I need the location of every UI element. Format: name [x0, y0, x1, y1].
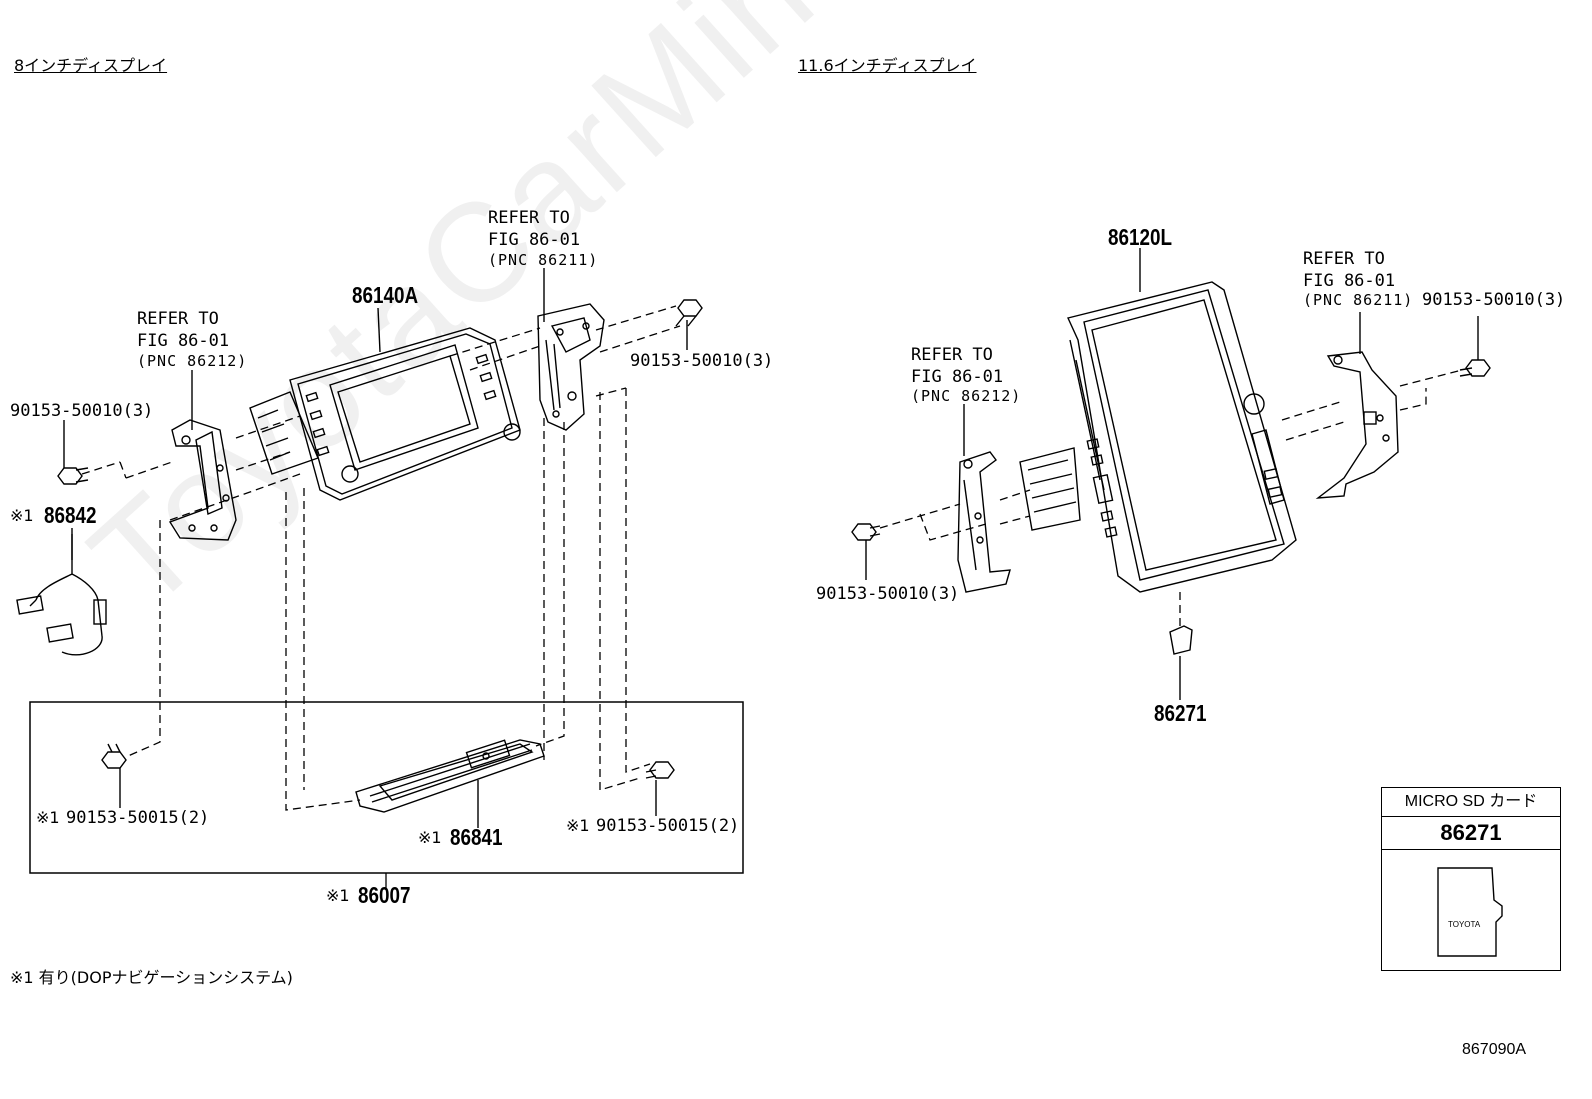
- footnote: ※1 有り(DOPナビゲーションシステム): [10, 968, 293, 987]
- nav-module-86841[interactable]: [355, 739, 545, 813]
- display-11-6inch[interactable]: [1019, 281, 1297, 593]
- display-8inch[interactable]: [249, 327, 521, 501]
- part-number-bolt-right-upper[interactable]: 90153-50010(3): [1422, 290, 1566, 310]
- pnc-label-86212-left: (PNC 86212): [137, 352, 248, 370]
- marker-86842: ※1: [10, 506, 34, 525]
- part-number-86842[interactable]: 86842: [44, 502, 97, 528]
- bolt-left[interactable]: [57, 467, 89, 485]
- refer-to-label-86211-left: REFER TO: [488, 208, 570, 228]
- marker-bolt-lower-right: ※1: [566, 816, 590, 835]
- kit-86007-box: [29, 701, 744, 874]
- bolt-lower-right[interactable]: [645, 761, 675, 779]
- bolt-right-upper[interactable]: [1459, 359, 1491, 377]
- heading-8inch-display: 8インチディスプレイ: [14, 56, 168, 75]
- fig-label-86212-left: FIG 86-01: [137, 331, 230, 351]
- bolt-upper-right[interactable]: [675, 299, 703, 327]
- refer-to-label-86212-right: REFER TO: [911, 345, 993, 365]
- part-number-bolt-lower-left[interactable]: 90153-50015(2): [66, 808, 210, 828]
- micro-sd-legend: MICRO SD カード 86271: [1381, 787, 1561, 971]
- part-number-bolt-upper-right[interactable]: 90153-50010(3): [630, 351, 774, 371]
- pnc-label-86212-right: (PNC 86212): [911, 387, 1022, 405]
- marker-86007: ※1: [326, 886, 350, 905]
- micro-sd-card[interactable]: [1169, 625, 1193, 655]
- legend-header: MICRO SD カード: [1382, 788, 1560, 817]
- part-number-86841[interactable]: 86841: [450, 824, 503, 850]
- marker-bolt-lower-left: ※1: [36, 808, 60, 827]
- pnc-label-86211-right: (PNC 86211): [1303, 291, 1414, 309]
- part-number-86007[interactable]: 86007: [358, 882, 411, 908]
- part-number-86271[interactable]: 86271: [1154, 700, 1207, 726]
- marker-86841: ※1: [418, 828, 442, 847]
- figure-code: 867090A: [1462, 1041, 1527, 1058]
- bracket-86211-right[interactable]: [1315, 351, 1399, 499]
- part-number-86120L[interactable]: 86120L: [1108, 224, 1172, 250]
- part-number-86140A[interactable]: 86140A: [352, 282, 419, 308]
- legend-card-brand: TOYOTA: [1448, 920, 1481, 929]
- part-number-bolt-left[interactable]: 90153-50010(3): [10, 401, 154, 421]
- refer-to-label-86211-right: REFER TO: [1303, 249, 1385, 269]
- fig-label-86212-right: FIG 86-01: [911, 367, 1004, 387]
- bolt-lower-left[interactable]: [101, 743, 127, 769]
- fig-label-86211-right: FIG 86-01: [1303, 271, 1396, 291]
- sd-card-legend-icon: [1437, 867, 1503, 957]
- heading-11-6inch-display: 11.6インチディスプレイ: [798, 56, 977, 75]
- bracket-86211-left[interactable]: [537, 303, 605, 431]
- harness-86842[interactable]: [16, 534, 107, 656]
- bracket-86212-left[interactable]: [168, 419, 237, 541]
- bolt-right-lower[interactable]: [851, 523, 881, 541]
- legend-part-number[interactable]: 86271: [1382, 817, 1560, 850]
- bracket-86212-right[interactable]: [957, 451, 1011, 593]
- part-number-bolt-right-lower[interactable]: 90153-50010(3): [816, 584, 960, 604]
- refer-to-label-86212-left: REFER TO: [137, 309, 219, 329]
- fig-label-86211-left: FIG 86-01: [488, 230, 581, 250]
- pnc-label-86211-left: (PNC 86211): [488, 251, 599, 269]
- part-number-bolt-lower-right[interactable]: 90153-50015(2): [596, 816, 740, 836]
